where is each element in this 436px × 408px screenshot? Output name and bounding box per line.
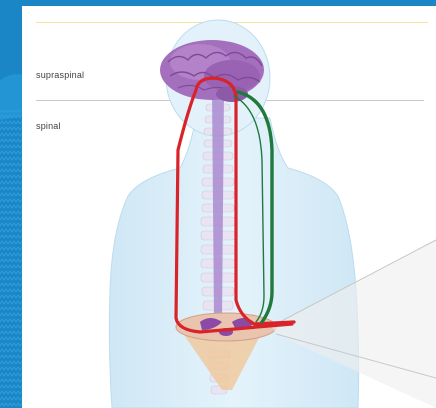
spinal-label: spinal [36, 121, 61, 131]
spinal-cord [212, 92, 224, 320]
supraspinal-label: supraspinal [36, 70, 84, 80]
